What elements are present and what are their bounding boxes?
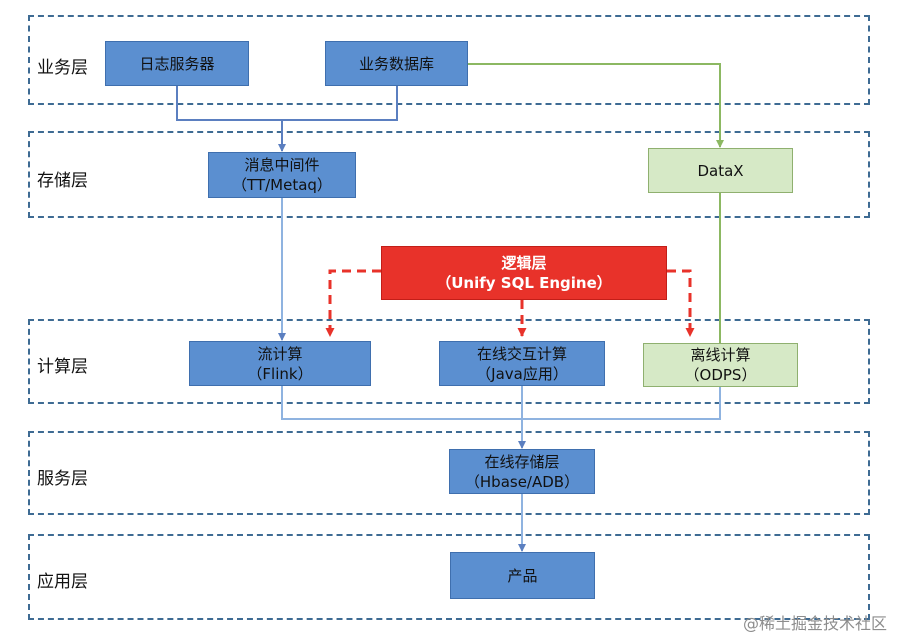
- node-offline-compute: 离线计算 （ODPS）: [643, 343, 798, 387]
- node-online-storage-line1: 在线存储层: [484, 452, 560, 471]
- node-product: 产品: [450, 552, 595, 599]
- node-log-server-label: 日志服务器: [139, 54, 215, 73]
- node-logic-layer-line2: （Unify SQL Engine）: [436, 274, 612, 292]
- node-online-interactive-line1: 在线交互计算: [476, 344, 567, 363]
- node-online-interactive: 在线交互计算 （Java应用）: [439, 341, 605, 386]
- node-offline-compute-line2: （ODPS）: [684, 366, 757, 384]
- node-online-storage-line2: （Hbase/ADB）: [464, 472, 580, 491]
- node-stream-compute: 流计算 （Flink）: [189, 341, 371, 386]
- layer-compute: [28, 319, 870, 404]
- node-logic-layer-line1: 逻辑层: [501, 254, 547, 272]
- layer-label-service: 服务层: [37, 469, 88, 489]
- edge-log-server-to-middleware: [176, 86, 282, 121]
- edge-offline-to-storage: [522, 386, 721, 420]
- node-datax-label: DataX: [697, 161, 744, 180]
- node-online-storage: 在线存储层 （Hbase/ADB）: [449, 449, 595, 494]
- node-message-middleware-line2: （TT/Metaq）: [232, 176, 332, 194]
- layer-application: [28, 534, 870, 620]
- layer-label-application: 应用层: [37, 572, 88, 592]
- node-online-interactive-line2: （Java应用）: [476, 364, 568, 383]
- edge-logic-to-stream: [325, 269, 381, 337]
- edge-logic-to-offline: [667, 269, 695, 337]
- layer-label-compute: 计算层: [37, 357, 88, 377]
- node-product-label: 产品: [507, 566, 538, 585]
- node-logic-layer: 逻辑层 （Unify SQL Engine）: [381, 246, 667, 300]
- node-offline-compute-line1: 离线计算: [690, 346, 751, 364]
- edge-business-db-to-datax: [468, 63, 724, 148]
- node-business-db: 业务数据库: [325, 41, 468, 86]
- layer-service: [28, 431, 870, 515]
- node-message-middleware-line1: 消息中间件: [244, 156, 320, 174]
- layer-business: [28, 15, 870, 105]
- edge-business-db-to-middleware: [282, 86, 398, 121]
- watermark: @稀土掘金技术社区: [742, 614, 887, 633]
- node-log-server: 日志服务器: [105, 41, 249, 86]
- node-datax: DataX: [648, 148, 793, 193]
- node-stream-compute-line1: 流计算: [257, 344, 303, 363]
- layer-label-storage: 存储层: [37, 171, 88, 191]
- layer-storage: [28, 131, 870, 218]
- node-stream-compute-line2: （Flink）: [247, 364, 313, 383]
- layer-label-business: 业务层: [37, 58, 88, 78]
- node-business-db-label: 业务数据库: [358, 54, 434, 73]
- node-message-middleware: 消息中间件 （TT/Metaq）: [208, 152, 356, 198]
- edge-stream-to-storage: [281, 386, 522, 420]
